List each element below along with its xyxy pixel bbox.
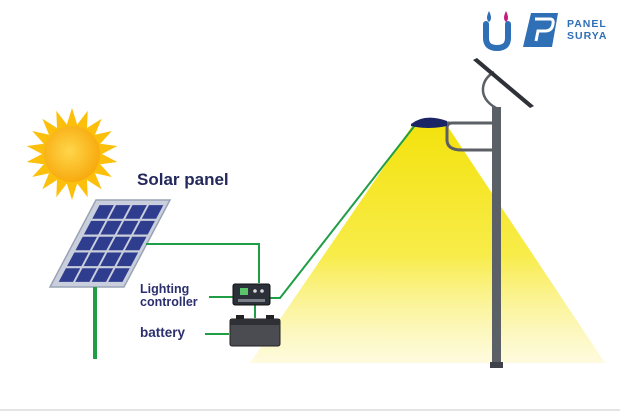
solar-cell: [83, 252, 106, 267]
bottom-divider: [0, 409, 620, 411]
solar-cell: [67, 252, 89, 267]
lamp-head: [411, 117, 447, 128]
battery-label: battery: [140, 325, 186, 340]
logo-mark-text: ui: [491, 40, 495, 46]
solar-cell: [75, 236, 98, 251]
solar-panel-post: [93, 287, 97, 359]
lighting-controller-label-line1: Lighting: [140, 282, 190, 296]
solar-cell: [75, 268, 97, 282]
solar-panel-cells: [58, 205, 164, 282]
solar-cell: [116, 220, 139, 235]
solar-cell: [58, 268, 81, 282]
lighting-controller-label-line2: controller: [140, 295, 198, 309]
solar-cell: [108, 268, 130, 282]
lighting-controller-label: Lighting controller: [140, 283, 198, 309]
solar-cell: [91, 268, 114, 282]
solar-cell: [124, 236, 147, 251]
solar-cell: [100, 220, 122, 235]
solar-panel-label: Solar panel: [137, 170, 229, 189]
brand-name-line1: PANEL: [567, 18, 607, 30]
solar-cell: [108, 236, 131, 251]
street-light-pole: [411, 58, 534, 368]
pole-bracket: [481, 70, 497, 110]
solar-cell: [116, 252, 139, 267]
wiring: [146, 123, 417, 335]
solar-cell: [92, 205, 114, 219]
solar-cell: [108, 205, 131, 219]
panelsurya-logo-mark: ui: [483, 11, 558, 52]
light-beam: [250, 124, 605, 363]
brand-name-line2: SURYA: [567, 30, 608, 42]
lighting-controller: [232, 283, 271, 306]
controller-to-lamp-wire: [268, 123, 417, 299]
solar-cell: [141, 205, 164, 219]
solar-cell: [83, 220, 106, 235]
solar-cell: [100, 252, 122, 267]
sun-icon: [26, 108, 118, 200]
pole-solar-module: [473, 58, 534, 108]
panel-to-controller-wire: [146, 243, 260, 283]
solar-cell: [133, 220, 155, 235]
battery: [229, 315, 281, 347]
solar-cell: [91, 236, 114, 251]
solar-panel: [48, 199, 172, 359]
solar-cell: [125, 205, 147, 219]
